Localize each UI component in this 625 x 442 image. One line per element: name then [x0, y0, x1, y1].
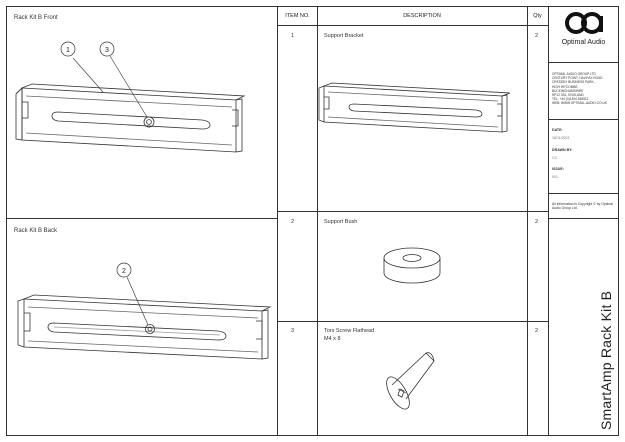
callout-1: 1 — [60, 41, 76, 57]
titleblock-divider — [548, 62, 619, 63]
drawn-by-label: DRAWN BY: — [552, 148, 573, 152]
row-1-description: Support Bracket — [324, 33, 364, 39]
row-2-item: 2 — [291, 219, 295, 225]
titleblock-divider — [548, 119, 619, 120]
table-divider-titleblock — [548, 6, 549, 436]
front-view-drawing: 1 3 — [15, 41, 246, 153]
drawing-title: SmartAmp Rack Kit B — [598, 290, 614, 430]
header-qty: Qty — [527, 6, 548, 26]
support-bracket-drawing — [318, 82, 511, 133]
torx-screw-drawing — [386, 352, 435, 410]
front-view-title: Rack Kit B Front — [14, 15, 58, 21]
row-3-qty: 2 — [535, 328, 539, 334]
row-1-qty: 2 — [535, 33, 539, 39]
drawing-sheet-frame — [6, 6, 619, 436]
oa-logo-icon — [565, 12, 603, 34]
copyright-notice: All information is Copyright © by Optima… — [552, 202, 613, 211]
row-3-item: 3 — [291, 328, 295, 334]
header-description: DESCRIPTION — [317, 6, 527, 26]
row-3-description: Torx Screw Flathead — [324, 328, 375, 334]
back-view-title: Rack Kit B Back — [14, 228, 58, 234]
title-block: Optimal Audio OPTIMAL AUDIO GROUP LTD CE… — [548, 6, 619, 436]
row-divider — [278, 211, 548, 212]
table-divider-qty — [527, 6, 528, 436]
callout-2: 2 — [116, 262, 132, 278]
svg-text:1: 1 — [66, 47, 70, 54]
svg-text:2: 2 — [122, 268, 126, 275]
front-view-panel: Rack Kit B Front — [6, 6, 278, 219]
date-value: 18/11/2021 — [552, 136, 570, 140]
table-divider-item — [317, 6, 318, 436]
drawn-by-value: CC — [552, 156, 558, 160]
titleblock-divider — [548, 218, 619, 219]
titleblock-divider — [548, 193, 619, 194]
issue-label: ISSUE: — [552, 167, 564, 171]
date-label: DATE: — [552, 128, 563, 132]
svg-text:3: 3 — [105, 47, 109, 54]
row-3-description-size: M4 x 8 — [324, 336, 341, 342]
row-2-qty: 2 — [535, 219, 539, 225]
header-item-no: ITEM NO. — [278, 6, 317, 26]
callout-3: 3 — [99, 41, 115, 57]
row-divider — [278, 321, 548, 322]
back-view-panel: Rack Kit B Back 2 — [6, 219, 278, 436]
back-view-drawing: 2 — [17, 262, 272, 360]
brand-name: Optimal Audio — [561, 39, 606, 46]
row-1-item: 1 — [291, 33, 295, 39]
support-bush-drawing — [383, 247, 441, 284]
issue-value: 001 — [552, 175, 558, 179]
company-address: OPTIMAL AUDIO GROUP LTD CENTURY POINT, H… — [552, 72, 607, 106]
row-2-description: Support Bush — [324, 219, 358, 225]
